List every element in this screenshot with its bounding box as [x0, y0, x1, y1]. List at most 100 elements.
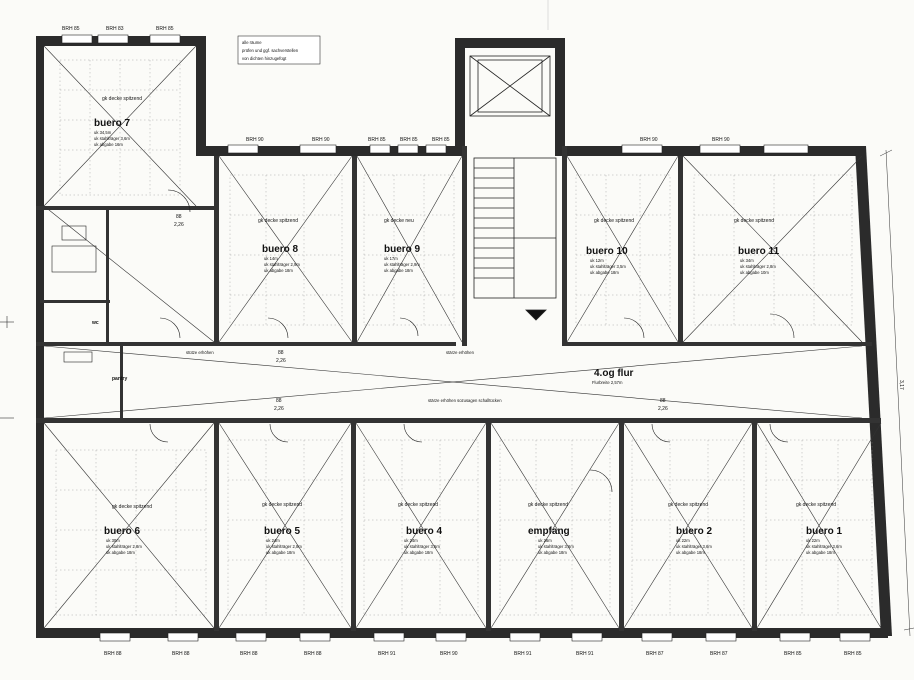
brh-top-3: BRH 85: [156, 26, 174, 32]
dim-6: 2,26: [274, 406, 284, 412]
floor-label: 4.og flur: [594, 368, 634, 379]
room-note: gk decke spitzend: [112, 504, 152, 510]
legend: alle räume prüfen und ggf. sachverstelle…: [237, 35, 321, 65]
room-buero-1: gk decke spitzend buero 1 uk 22m uk stah…: [796, 502, 843, 555]
side-dim: 3,17: [898, 380, 904, 390]
room-detail-2: uk stahlträger 3,6m: [538, 544, 574, 549]
brh-bottom-8: BRH 91: [576, 651, 594, 657]
legend-line-1: alle räume: [242, 40, 262, 45]
room-note: gk decke spitzend: [528, 502, 568, 508]
room-detail-3: uk abgabe 18m: [806, 550, 835, 555]
room-note: gk decke spitzend: [262, 502, 302, 508]
room-name: buero 8: [262, 244, 299, 255]
room-buero-6: gk decke spitzend buero 6 uk 30m uk stah…: [104, 504, 152, 555]
room-note: gk decke spitzend: [796, 502, 836, 508]
room-name: empfang: [528, 526, 570, 537]
room-detail-3: uk abgabe 18m: [264, 268, 293, 273]
room-detail-1: uk 14m: [264, 256, 278, 261]
brh-bottom-11: BRH 85: [784, 651, 802, 657]
room-name: buero 6: [104, 526, 141, 537]
room-detail-2: uk stahlträger 2,8m: [106, 544, 142, 549]
staircase: [469, 55, 557, 321]
room-buero-2: gk decke spitzend buero 2 uk 22m uk stah…: [668, 502, 713, 555]
room-detail-2: uk stahlträger 3,5m: [404, 544, 440, 549]
brh-top-1: BRH 85: [62, 26, 80, 32]
legend-line-2: prüfen und ggf. sachverstellen: [242, 48, 299, 53]
brh-bottom-5: BRH 91: [378, 651, 396, 657]
dim-8: 2,26: [658, 406, 668, 412]
room-name: buero 11: [738, 246, 780, 257]
room-detail-3: uk abgabe 18m: [404, 550, 433, 555]
corridor-note-2: stärze erhöhen sozusagen schalltücken: [428, 398, 502, 403]
brh-bottom-1: BRH 88: [104, 651, 122, 657]
room-detail-2: uk stahlträger 2,9m: [264, 262, 300, 267]
dimension-labels: 88 2,26 88 2,26 88 2,26 88 2,26 3,17: [174, 214, 904, 412]
corridor-note-1: stärze erhöhen: [446, 350, 475, 355]
brh-bottom-6: BRH 90: [440, 651, 458, 657]
dim-3: 88: [278, 350, 284, 356]
room-detail-1: uk 22m: [676, 538, 690, 543]
room-note: gk decke spitzend: [594, 218, 634, 224]
room-buero-8: gk decke spitzend buero 8 uk 14m uk stah…: [258, 218, 300, 273]
room-name: buero 5: [264, 526, 301, 537]
brh-top-10: BRH 90: [712, 137, 730, 143]
brh-bottom-3: BRH 88: [240, 651, 258, 657]
room-diagonals: [43, 45, 882, 629]
room-buero-9: gk decke neu buero 9 uk 17m uk stahlträg…: [384, 218, 421, 273]
left-marks: [0, 316, 14, 419]
wc-pantry: wc pantry: [51, 225, 128, 382]
room-detail-3: uk abgabe 18m: [106, 550, 135, 555]
room-detail-1: uk 22m: [806, 538, 820, 543]
brh-bottom-2: BRH 88: [172, 651, 190, 657]
dim-4: 2,26: [276, 358, 286, 364]
brh-top-2: BRH 83: [106, 26, 124, 32]
room-buero-4: gk decke spitzend buero 4 uk 24m uk stah…: [398, 502, 443, 555]
room-name: buero 4: [406, 526, 443, 537]
room-note: gk decke neu: [384, 218, 414, 224]
room-detail-3: uk abgabe 18m: [538, 550, 567, 555]
room-note: gk decke spitzend: [668, 502, 708, 508]
room-detail-3: uk abgabe 16m: [94, 142, 123, 147]
wc-label: wc: [91, 320, 99, 326]
room-detail-1: uk 30m: [106, 538, 120, 543]
room-detail-1: uk 34,5m: [94, 130, 112, 135]
brh-top-6: BRH 85: [368, 137, 386, 143]
room-buero-10: gk decke spitzend buero 10 uk 12m uk sta…: [586, 218, 634, 275]
room-name: buero 1: [806, 526, 843, 537]
room-note: gk decke spitzend: [398, 502, 438, 508]
windows-bottom: [99, 632, 871, 642]
brh-top-8: BRH 85: [432, 137, 450, 143]
room-detail-1: uk 17m: [384, 256, 398, 261]
ceiling-grids: [55, 59, 873, 616]
dim-2: 2,26: [174, 222, 184, 228]
room-detail-1: uk 12m: [590, 258, 604, 263]
brh-top-5: BRH 90: [312, 137, 330, 143]
corridor: 4.og flur Flurbreite 2,57m stärze erhöhe…: [186, 350, 634, 403]
dim-5: 88: [276, 398, 282, 404]
windows-top: [61, 34, 809, 154]
room-name: buero 10: [586, 246, 628, 257]
brh-top-9: BRH 90: [640, 137, 658, 143]
room-detail-3: uk abgabe 10m: [740, 270, 769, 275]
room-detail-2: uk stahlträger 3,6m: [94, 136, 130, 141]
brh-bottom-7: BRH 91: [514, 651, 532, 657]
room-detail-1: uk 26m: [538, 538, 552, 543]
room-name: buero 9: [384, 244, 421, 255]
room-note: gk decke spitzend: [258, 218, 298, 224]
brh-top-labels: BRH 85 BRH 83 BRH 85 BRH 90 BRH 90 BRH 8…: [62, 26, 730, 143]
pantry-label: pantry: [112, 376, 128, 382]
legend-line-3: von dichten hinzugefügt: [242, 56, 287, 61]
room-detail-2: uk stahlträger 2,9m: [384, 262, 420, 267]
room-detail-2: uk stahlträger 2,8m: [266, 544, 302, 549]
room-detail-1: uk 24m: [266, 538, 280, 543]
room-detail-2: uk stahlträger 3,6m: [676, 544, 712, 549]
room-detail-1: uk 24m: [404, 538, 418, 543]
brh-bottom-4: BRH 88: [304, 651, 322, 657]
room-name: buero 7: [94, 118, 131, 129]
brh-top-4: BRH 90: [246, 137, 264, 143]
corridor-note-3: stütze erhöhen: [186, 350, 214, 355]
brh-top-7: BRH 85: [400, 137, 418, 143]
room-detail-2: uk stahlträger 2,8m: [740, 264, 776, 269]
room-note: gk decke spitzend: [734, 218, 774, 224]
